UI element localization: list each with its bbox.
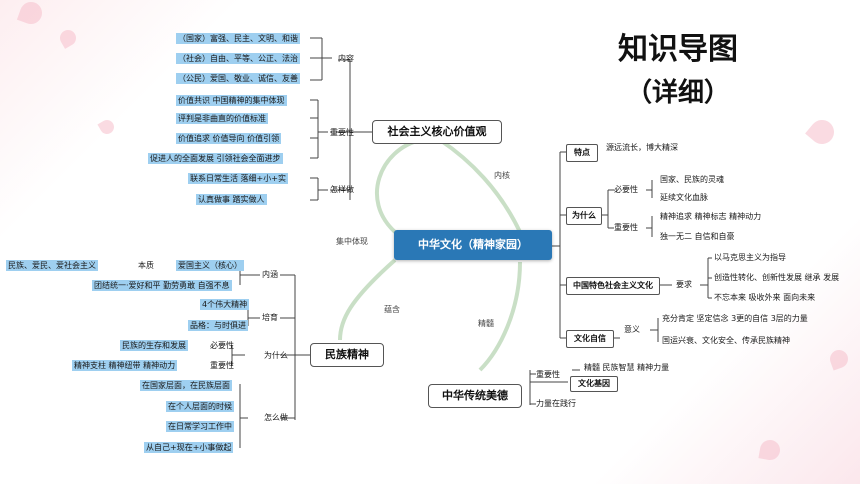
- cultural-confidence-node: 文化自信: [566, 330, 614, 348]
- values-importance-item: 评判是非曲直的价值标准: [176, 113, 268, 124]
- feature-item: 源远流长，博大精深: [606, 143, 678, 152]
- values-importance-item: 促进人的全面发展 引领社会全面进步: [148, 153, 283, 164]
- spirit-why-item: 必要性: [210, 341, 234, 350]
- values-how-label: 怎样做: [330, 185, 354, 194]
- values-content-item: （国家）富强、民主、文明、和谐: [176, 33, 300, 44]
- spirit-how-item: 在日常学习工作中: [166, 421, 234, 432]
- socialist-culture-node: 中国特色社会主义文化: [566, 277, 660, 295]
- spirit-connotation-label: 内涵: [262, 270, 278, 279]
- spirit-cultivate-item: 品格：与时俱进: [188, 320, 248, 331]
- spirit-connotation-item: 本质: [138, 261, 154, 270]
- cultural-gene-node: 文化基因: [570, 376, 618, 392]
- necessity-item: 延续文化血脉: [660, 193, 708, 202]
- spirit-cultivate-label: 培育: [262, 313, 278, 322]
- connector-essence: 精髓: [478, 319, 494, 328]
- connector-inner: 内核: [494, 171, 510, 180]
- why-node: 为什么: [566, 207, 602, 225]
- traditional-importance-label: 重要性: [536, 370, 560, 379]
- requirement-item: 不忘本来 吸收外来 面向未来: [714, 293, 816, 302]
- spirit-why-item: 重要性: [210, 361, 234, 370]
- necessity-label: 必要性: [614, 185, 638, 194]
- traditional-virtue-node: 中华传统美德: [428, 384, 522, 408]
- spirit-connotation-item: 爱国主义（核心）: [176, 260, 244, 271]
- feature-node: 特点: [566, 144, 598, 162]
- requirement-item: 创造性转化、创新性发展 继承 发展: [714, 273, 840, 282]
- spirit-how-label: 怎么做: [264, 413, 288, 422]
- traditional-practice-item: 力量在践行: [536, 399, 576, 408]
- values-importance-item: 价值共识 中国精神的集中体现: [176, 95, 287, 106]
- requirement-label: 要求: [676, 280, 692, 289]
- necessity-item: 国家、民族的灵魂: [660, 175, 724, 184]
- importance-item: 精神追求 精神标志 精神动力: [660, 212, 762, 221]
- spirit-why-item: 民族的生存和发展: [120, 340, 188, 351]
- spirit-connotation-item: 民族、爱民、爱社会主义: [6, 260, 98, 271]
- spirit-how-item: 在个人层面的时候: [166, 401, 234, 412]
- spirit-how-item: 从自己+现在+小事做起: [144, 442, 234, 453]
- page-title: 知识导图: [618, 32, 738, 67]
- values-content-label: 内容: [338, 54, 354, 63]
- meaning-item: 国运兴衰、文化安全、传承民族精神: [662, 336, 790, 345]
- spirit-why-item: 精神支柱 精神纽带 精神动力: [72, 360, 178, 371]
- center-node: 中华文化（精神家园）: [394, 230, 552, 260]
- values-content-item: （公民）爱国、敬业、诚信、友善: [176, 73, 300, 84]
- importance-item: 独一无二 自信和自豪: [660, 232, 735, 241]
- importance-label: 重要性: [614, 223, 638, 232]
- spirit-how-item: 在国家层面，在民族层面: [140, 380, 232, 391]
- connector-concentrated: 集中体现: [336, 237, 368, 246]
- spirit-connotation-item: 团结统一·爱好和平 勤劳勇敢 自强不息: [92, 280, 232, 291]
- values-how-item: 联系日常生活 落细+小+实: [188, 173, 288, 184]
- requirement-item: 以马克思主义为指导: [714, 253, 786, 262]
- values-importance-item: 价值追求 价值导向 价值引领: [176, 133, 282, 144]
- page-subtitle: （详细）: [626, 78, 731, 108]
- spirit-node: 民族精神: [310, 343, 384, 367]
- spirit-cultivate-item: 4个伟大精神: [200, 299, 250, 310]
- values-importance-label: 重要性: [330, 128, 354, 137]
- spirit-why-label: 为什么: [264, 351, 288, 360]
- values-node: 社会主义核心价值观: [372, 120, 502, 144]
- values-how-item: 认真做事 踏实做人: [196, 194, 267, 205]
- meaning-label: 意义: [624, 325, 640, 334]
- meaning-item: 充分肯定 坚定信念 3更的自信 3层的力量: [662, 314, 808, 323]
- traditional-importance-item: 精髓 民族智慧 精神力量: [584, 363, 670, 372]
- connector-contain: 蕴含: [384, 305, 400, 314]
- values-content-item: （社会）自由、平等、公正、法治: [176, 53, 300, 64]
